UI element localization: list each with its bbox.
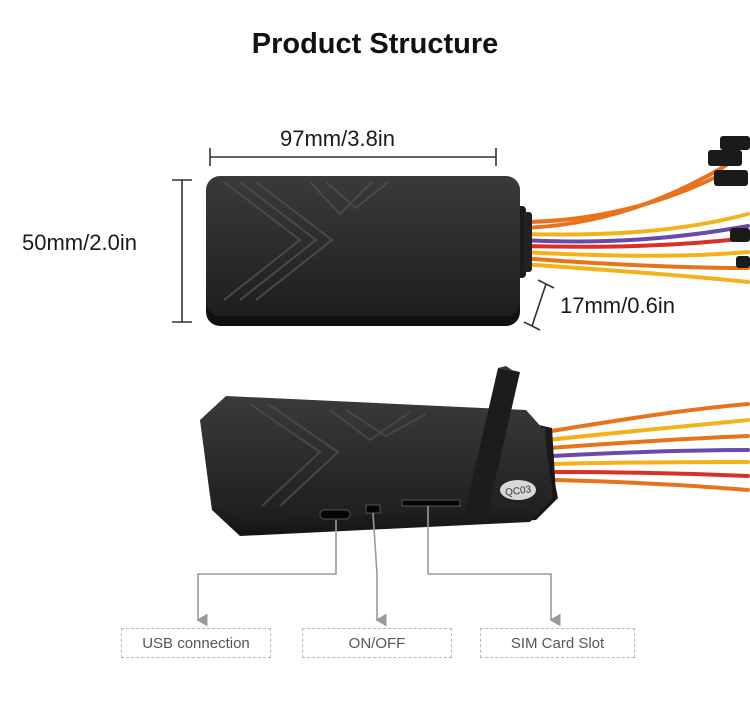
usb-port [319, 509, 351, 520]
model-badge-text: QC03 [505, 484, 533, 499]
on-off-callout: ON/OFF [302, 628, 452, 658]
sim-slot [401, 499, 461, 507]
top-device-wires [518, 158, 750, 284]
bottom-device-wires [543, 402, 750, 492]
callout-lines [196, 506, 561, 627]
antenna-flap [464, 366, 520, 520]
top-device-body [206, 176, 520, 326]
top-device-connectors [708, 136, 750, 268]
width-dimension-label: 50mm/2.0in [22, 230, 137, 255]
page-title: Product Structure [251, 28, 499, 60]
dimension-lines [172, 148, 555, 331]
power-switch [365, 504, 381, 514]
height-dimension-label: 17mm/0.6in [560, 293, 675, 318]
sim-card-slot-callout: SIM Card Slot [480, 628, 635, 658]
model-badge [500, 480, 536, 500]
usb-connection-callout: USB connection [121, 628, 271, 658]
length-dimension-label: 97mm/3.8in [280, 126, 395, 151]
